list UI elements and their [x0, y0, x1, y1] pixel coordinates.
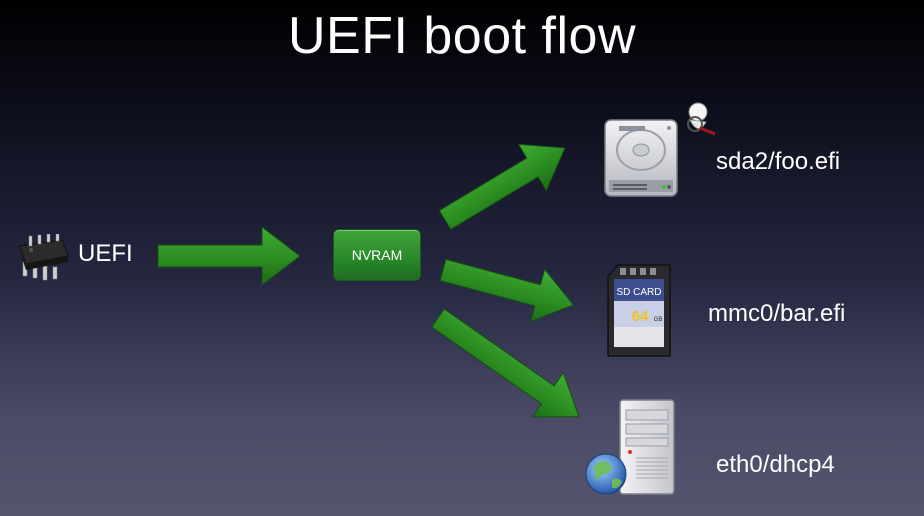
chip-icon: [19, 234, 69, 281]
nvram-node: NVRAM: [333, 229, 421, 281]
sdcard-target-label: mmc0/bar.efi: [708, 300, 846, 327]
arrow-uefi-to-nvram: [157, 225, 301, 287]
sd-card-unit: GB: [654, 317, 663, 323]
disk-target-label: sda2/foo.efi: [716, 148, 841, 175]
arrow-nvram-to-server: [430, 308, 580, 418]
arrow-nvram-to-sdcard: [439, 258, 575, 323]
sd-card-icon: SD CARD 64 GB: [607, 264, 671, 357]
network-target-label: eth0/dhcp4: [716, 451, 835, 478]
arrow-nvram-to-disk: [438, 143, 566, 231]
uefi-label: UEFI: [78, 240, 133, 267]
network-server-icon: [585, 399, 675, 495]
sd-card-text: SD CARD: [616, 287, 661, 298]
hard-drive-icon: [604, 102, 716, 197]
page-title: UEFI boot flow: [287, 7, 637, 65]
sd-card-capacity: 64: [632, 308, 649, 325]
